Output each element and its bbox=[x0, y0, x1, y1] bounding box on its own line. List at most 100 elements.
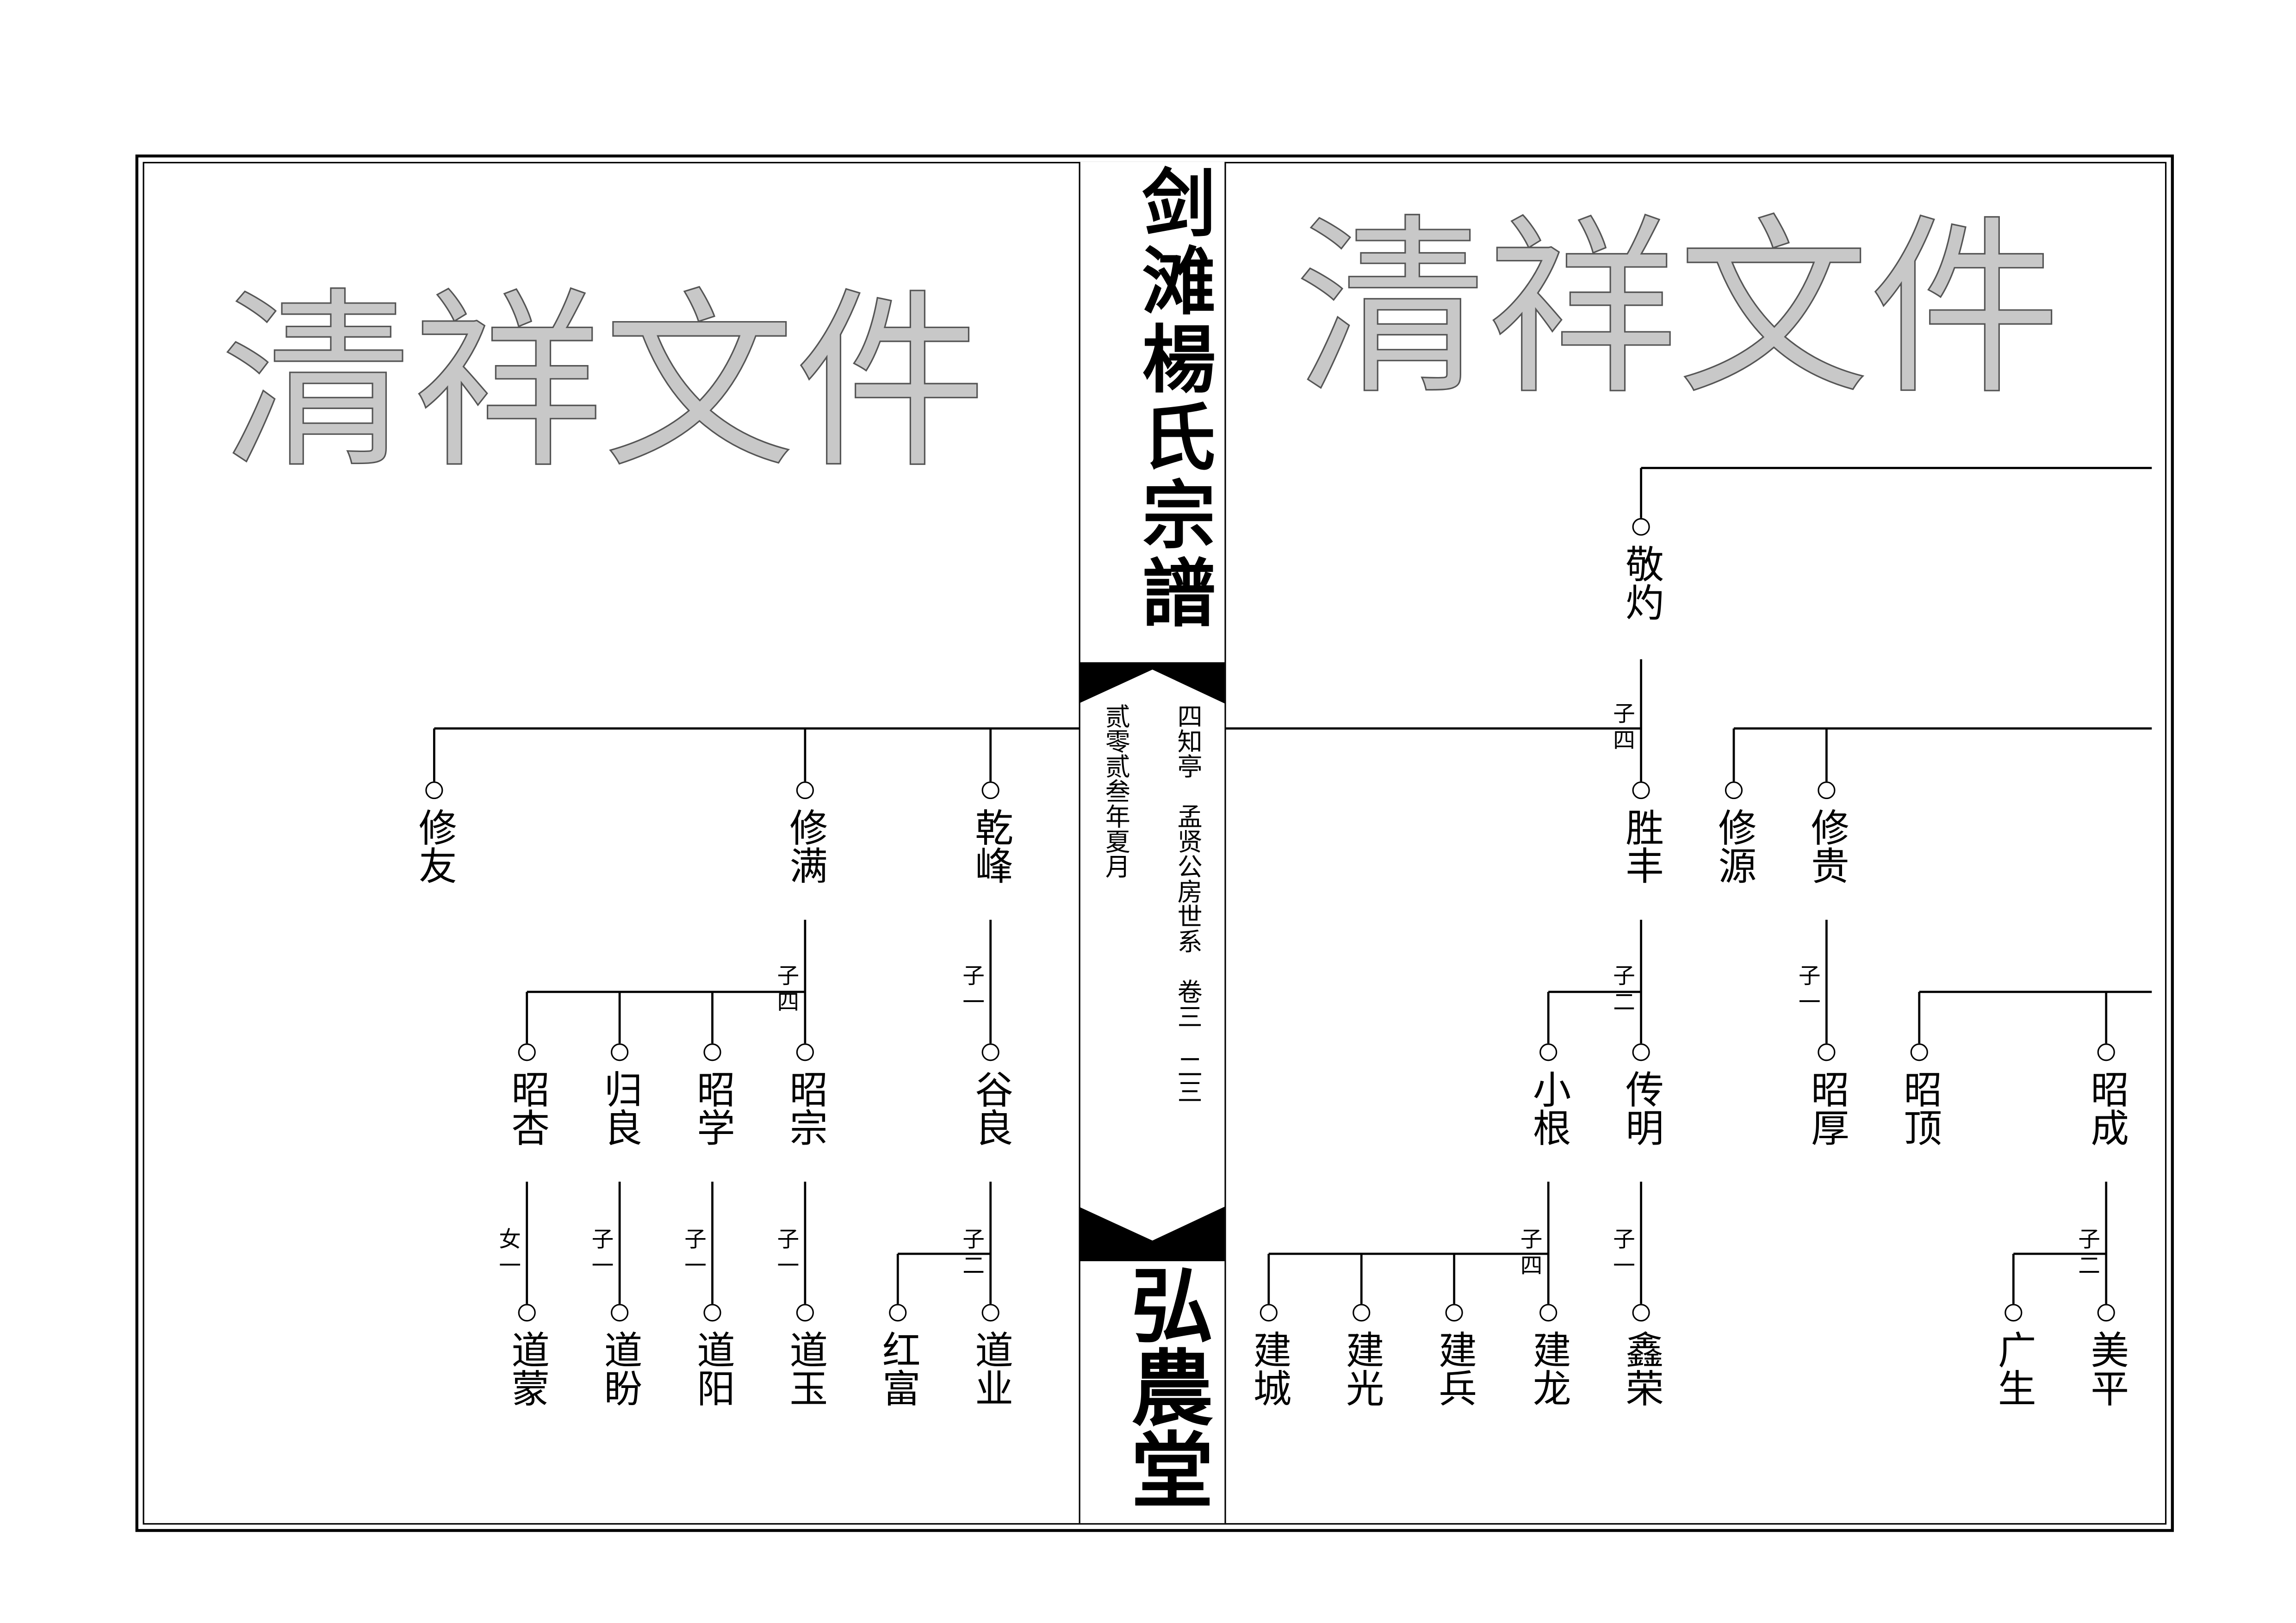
child-count: 子二 bbox=[2075, 1227, 2102, 1281]
person[interactable]: 建城 bbox=[1247, 1304, 1291, 1407]
person[interactable]: 修源 bbox=[1712, 781, 1756, 885]
person-name: 胜丰 bbox=[1619, 808, 1663, 885]
person[interactable]: 乾峰 bbox=[968, 781, 1012, 885]
node-circle-icon bbox=[1632, 781, 1650, 799]
outer-border bbox=[135, 154, 2174, 1532]
person-name: 小根 bbox=[1526, 1070, 1570, 1146]
person[interactable]: 昭成 bbox=[2084, 1043, 2128, 1146]
person-name: 美平 bbox=[2084, 1330, 2128, 1407]
person-name: 昭顶 bbox=[1897, 1070, 1942, 1146]
node-circle-icon bbox=[1632, 1304, 1650, 1322]
node-circle-icon bbox=[1910, 1043, 1928, 1061]
node-circle-icon bbox=[518, 1304, 536, 1322]
person[interactable]: 胜丰 bbox=[1619, 781, 1663, 885]
node-circle-icon bbox=[796, 1043, 814, 1061]
node-circle-icon bbox=[425, 781, 443, 799]
person-name: 建光 bbox=[1339, 1330, 1384, 1407]
node-circle-icon bbox=[796, 781, 814, 799]
book-title: 剑滩楊氏宗譜 bbox=[1130, 165, 1217, 633]
person[interactable]: 昭宗 bbox=[783, 1043, 827, 1146]
person-name: 道蒙 bbox=[505, 1330, 549, 1407]
node-circle-icon bbox=[1632, 518, 1650, 536]
child-count: 子四 bbox=[774, 964, 801, 1017]
node-circle-icon bbox=[1539, 1043, 1558, 1061]
child-count: 女一 bbox=[496, 1227, 523, 1281]
person[interactable]: 修满 bbox=[783, 781, 827, 885]
person[interactable]: 修友 bbox=[412, 781, 456, 885]
person[interactable]: 美平 bbox=[2084, 1304, 2128, 1407]
person[interactable]: 敬灼 bbox=[1619, 518, 1663, 621]
node-circle-icon bbox=[981, 781, 999, 799]
person[interactable]: 建光 bbox=[1340, 1304, 1384, 1407]
top-band bbox=[1079, 662, 1225, 704]
person[interactable]: 广生 bbox=[1992, 1304, 2035, 1407]
person-name: 修友 bbox=[412, 808, 457, 885]
node-circle-icon bbox=[2004, 1304, 2023, 1322]
node-circle-icon bbox=[981, 1304, 999, 1322]
node-circle-icon bbox=[611, 1043, 629, 1061]
node-circle-icon bbox=[1445, 1304, 1463, 1322]
node-circle-icon bbox=[2097, 1043, 2115, 1061]
person-name: 修满 bbox=[783, 808, 827, 885]
node-circle-icon bbox=[2097, 1304, 2115, 1322]
person-name: 鑫荣 bbox=[1619, 1330, 1663, 1407]
person[interactable]: 小根 bbox=[1526, 1043, 1570, 1146]
person[interactable]: 道业 bbox=[968, 1304, 1012, 1407]
node-circle-icon bbox=[518, 1043, 536, 1061]
person-name: 修源 bbox=[1712, 808, 1756, 885]
node-circle-icon bbox=[796, 1304, 814, 1322]
node-circle-icon bbox=[703, 1043, 721, 1061]
person-name: 昭学 bbox=[690, 1070, 735, 1146]
person[interactable]: 传明 bbox=[1619, 1043, 1663, 1146]
node-circle-icon bbox=[1818, 781, 1836, 799]
node-circle-icon bbox=[981, 1043, 999, 1061]
person-name: 敬灼 bbox=[1619, 544, 1663, 621]
person-name: 道玉 bbox=[783, 1330, 827, 1407]
node-circle-icon bbox=[1539, 1304, 1558, 1322]
node-circle-icon bbox=[1632, 1043, 1650, 1061]
node-circle-icon bbox=[611, 1304, 629, 1322]
person-name: 传明 bbox=[1619, 1070, 1663, 1146]
child-count: 子四 bbox=[1610, 702, 1637, 755]
branch-subtitle: 四知亭 孟贤公房世系 卷三 二三 bbox=[1171, 703, 1201, 1104]
person[interactable]: 修贵 bbox=[1805, 781, 1849, 885]
person-name: 建龙 bbox=[1526, 1330, 1570, 1407]
child-count: 子一 bbox=[1795, 964, 1822, 1017]
person[interactable]: 红富 bbox=[876, 1304, 920, 1407]
person[interactable]: 道盼 bbox=[597, 1304, 642, 1407]
person[interactable]: 建龙 bbox=[1526, 1304, 1570, 1407]
person[interactable]: 鑫荣 bbox=[1619, 1304, 1663, 1407]
child-count: 子四 bbox=[1517, 1227, 1544, 1281]
child-count: 子一 bbox=[774, 1227, 801, 1281]
node-circle-icon bbox=[1818, 1043, 1836, 1061]
person[interactable]: 谷良 bbox=[968, 1043, 1012, 1146]
person[interactable]: 昭杏 bbox=[505, 1043, 549, 1146]
person[interactable]: 昭学 bbox=[690, 1043, 734, 1146]
person-name: 昭成 bbox=[2084, 1070, 2128, 1146]
person-name: 昭杏 bbox=[505, 1070, 549, 1146]
edition-date: 贰零贰叁年夏月 bbox=[1099, 703, 1129, 879]
person[interactable]: 昭顶 bbox=[1897, 1043, 1941, 1146]
person-name: 道阳 bbox=[690, 1330, 735, 1407]
person-name: 广生 bbox=[1991, 1330, 2036, 1407]
person[interactable]: 昭厚 bbox=[1805, 1043, 1849, 1146]
person[interactable]: 道蒙 bbox=[505, 1304, 549, 1407]
person-name: 红富 bbox=[875, 1330, 920, 1407]
child-count: 子一 bbox=[1610, 1227, 1637, 1281]
child-count: 子二 bbox=[1610, 964, 1637, 1017]
node-circle-icon bbox=[1353, 1304, 1371, 1322]
person[interactable]: 归良 bbox=[597, 1043, 642, 1146]
child-count: 子二 bbox=[959, 1227, 987, 1281]
person-name: 建兵 bbox=[1432, 1330, 1477, 1407]
person-name: 昭厚 bbox=[1804, 1070, 1849, 1146]
child-count: 子一 bbox=[959, 964, 987, 1017]
person[interactable]: 道阳 bbox=[690, 1304, 734, 1407]
person[interactable]: 道玉 bbox=[783, 1304, 827, 1407]
person-name: 谷良 bbox=[968, 1070, 1013, 1146]
person[interactable]: 建兵 bbox=[1432, 1304, 1476, 1407]
child-count: 子一 bbox=[681, 1227, 708, 1281]
node-circle-icon bbox=[1260, 1304, 1278, 1322]
bottom-band bbox=[1079, 1207, 1225, 1261]
